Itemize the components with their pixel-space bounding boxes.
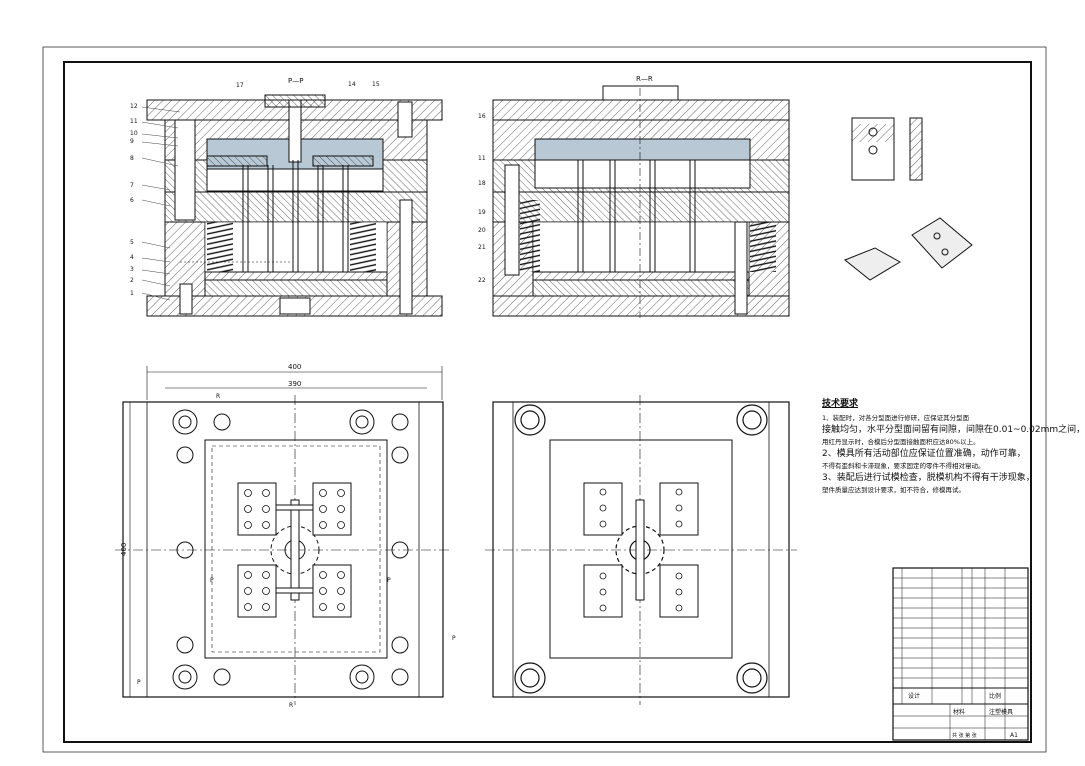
cut-mark-p-lowright: P <box>452 635 456 642</box>
inner-border <box>63 61 1032 743</box>
callout-11b: 11 <box>478 155 486 162</box>
note-line-7: 塑件质量应达到设计要求，如不符合，修模再试。 <box>822 486 965 494</box>
side-section-view: R—R <box>492 75 790 318</box>
note-line-4: 2、模具所有活动部位应保证位置准确，动作可靠， <box>822 449 1026 459</box>
cut-mark-r-top: R <box>216 393 220 400</box>
callout-17: 17 <box>236 82 244 89</box>
side-section-label: R—R <box>636 75 653 83</box>
cut-mark-p-lowleft: P <box>137 679 141 686</box>
callout-18: 18 <box>478 180 486 187</box>
title-block <box>892 567 1029 741</box>
title-block-text: 设计 注塑模具 材料 比例 共 张 第 张 A1 <box>908 692 1018 739</box>
callout-14: 14 <box>348 81 356 88</box>
technical-notes-heading: 技术要求 <box>822 399 859 409</box>
sheet-label: 共 张 第 张 <box>952 732 977 739</box>
callout-6: 6 <box>130 197 134 204</box>
note-line-5: 不得有歪斜和卡滞现象，要求固定的零件不得相对窜动。 <box>822 462 985 470</box>
callout-12: 12 <box>130 103 138 110</box>
callout-9: 9 <box>130 138 134 145</box>
side-number-list: 16 11 18 19 20 21 22 <box>478 113 486 284</box>
dim-overall-width: 400 <box>288 363 301 371</box>
designer-label: 设计 <box>908 692 920 700</box>
left-number-list: 12 11 10 9 8 7 6 5 4 3 2 1 17 14 15 <box>130 81 380 297</box>
technical-requirements: 技术要求 1、装配时，对各分型面进行修研，应保证其分型面 接触均匀，水平分型面间… <box>822 398 1085 496</box>
callout-15: 15 <box>372 81 380 88</box>
part-detail-views <box>844 117 973 281</box>
note-line-6: 3、装配后进行试模检查，脱模机构不得有干涉现象， <box>822 473 1035 483</box>
cut-mark-r-bottom: R <box>289 702 293 709</box>
front-section-label: P—P <box>288 77 303 85</box>
plan-view-left: 400 390 400 <box>115 363 456 709</box>
cad-drawing-sheet: P—P <box>42 46 1047 753</box>
scale-label: 比例 <box>989 692 1001 700</box>
note-line-3: 用红丹显示时，合模后分型面接触面积应达80%以上。 <box>822 438 980 446</box>
callout-7: 7 <box>130 182 134 189</box>
callout-4: 4 <box>130 254 134 261</box>
callout-11: 11 <box>130 118 138 125</box>
note-line-1: 1、装配时，对各分型面进行修研，应保证其分型面 <box>822 414 970 422</box>
outer-border <box>42 46 1047 753</box>
callout-20: 20 <box>478 227 486 234</box>
note-line-2: 接触均匀，水平分型面间留有间隙，间隙在0.01~0.02mm之间， <box>822 425 1085 435</box>
paper-size: A1 <box>1010 732 1018 739</box>
cut-mark-p-left: P <box>210 577 214 584</box>
callout-16: 16 <box>478 113 486 120</box>
callout-8: 8 <box>130 155 134 162</box>
callout-2: 2 <box>130 277 134 284</box>
callout-5: 5 <box>130 239 134 246</box>
callout-22: 22 <box>478 277 486 284</box>
callout-3: 3 <box>130 266 134 273</box>
plan-view-right <box>485 395 797 705</box>
front-section-view: P—P <box>146 77 443 317</box>
dim-inner-width: 390 <box>288 380 301 388</box>
cut-mark-p-right: P <box>387 577 391 584</box>
front-part-callouts <box>141 106 181 301</box>
callout-1: 1 <box>130 290 134 297</box>
drawing-title: 注塑模具 <box>989 708 1013 716</box>
material-label: 材料 <box>953 708 965 716</box>
callout-19: 19 <box>478 209 486 216</box>
dim-overall-height: 400 <box>120 543 128 556</box>
callout-10: 10 <box>130 130 138 137</box>
callout-21: 21 <box>478 244 486 251</box>
